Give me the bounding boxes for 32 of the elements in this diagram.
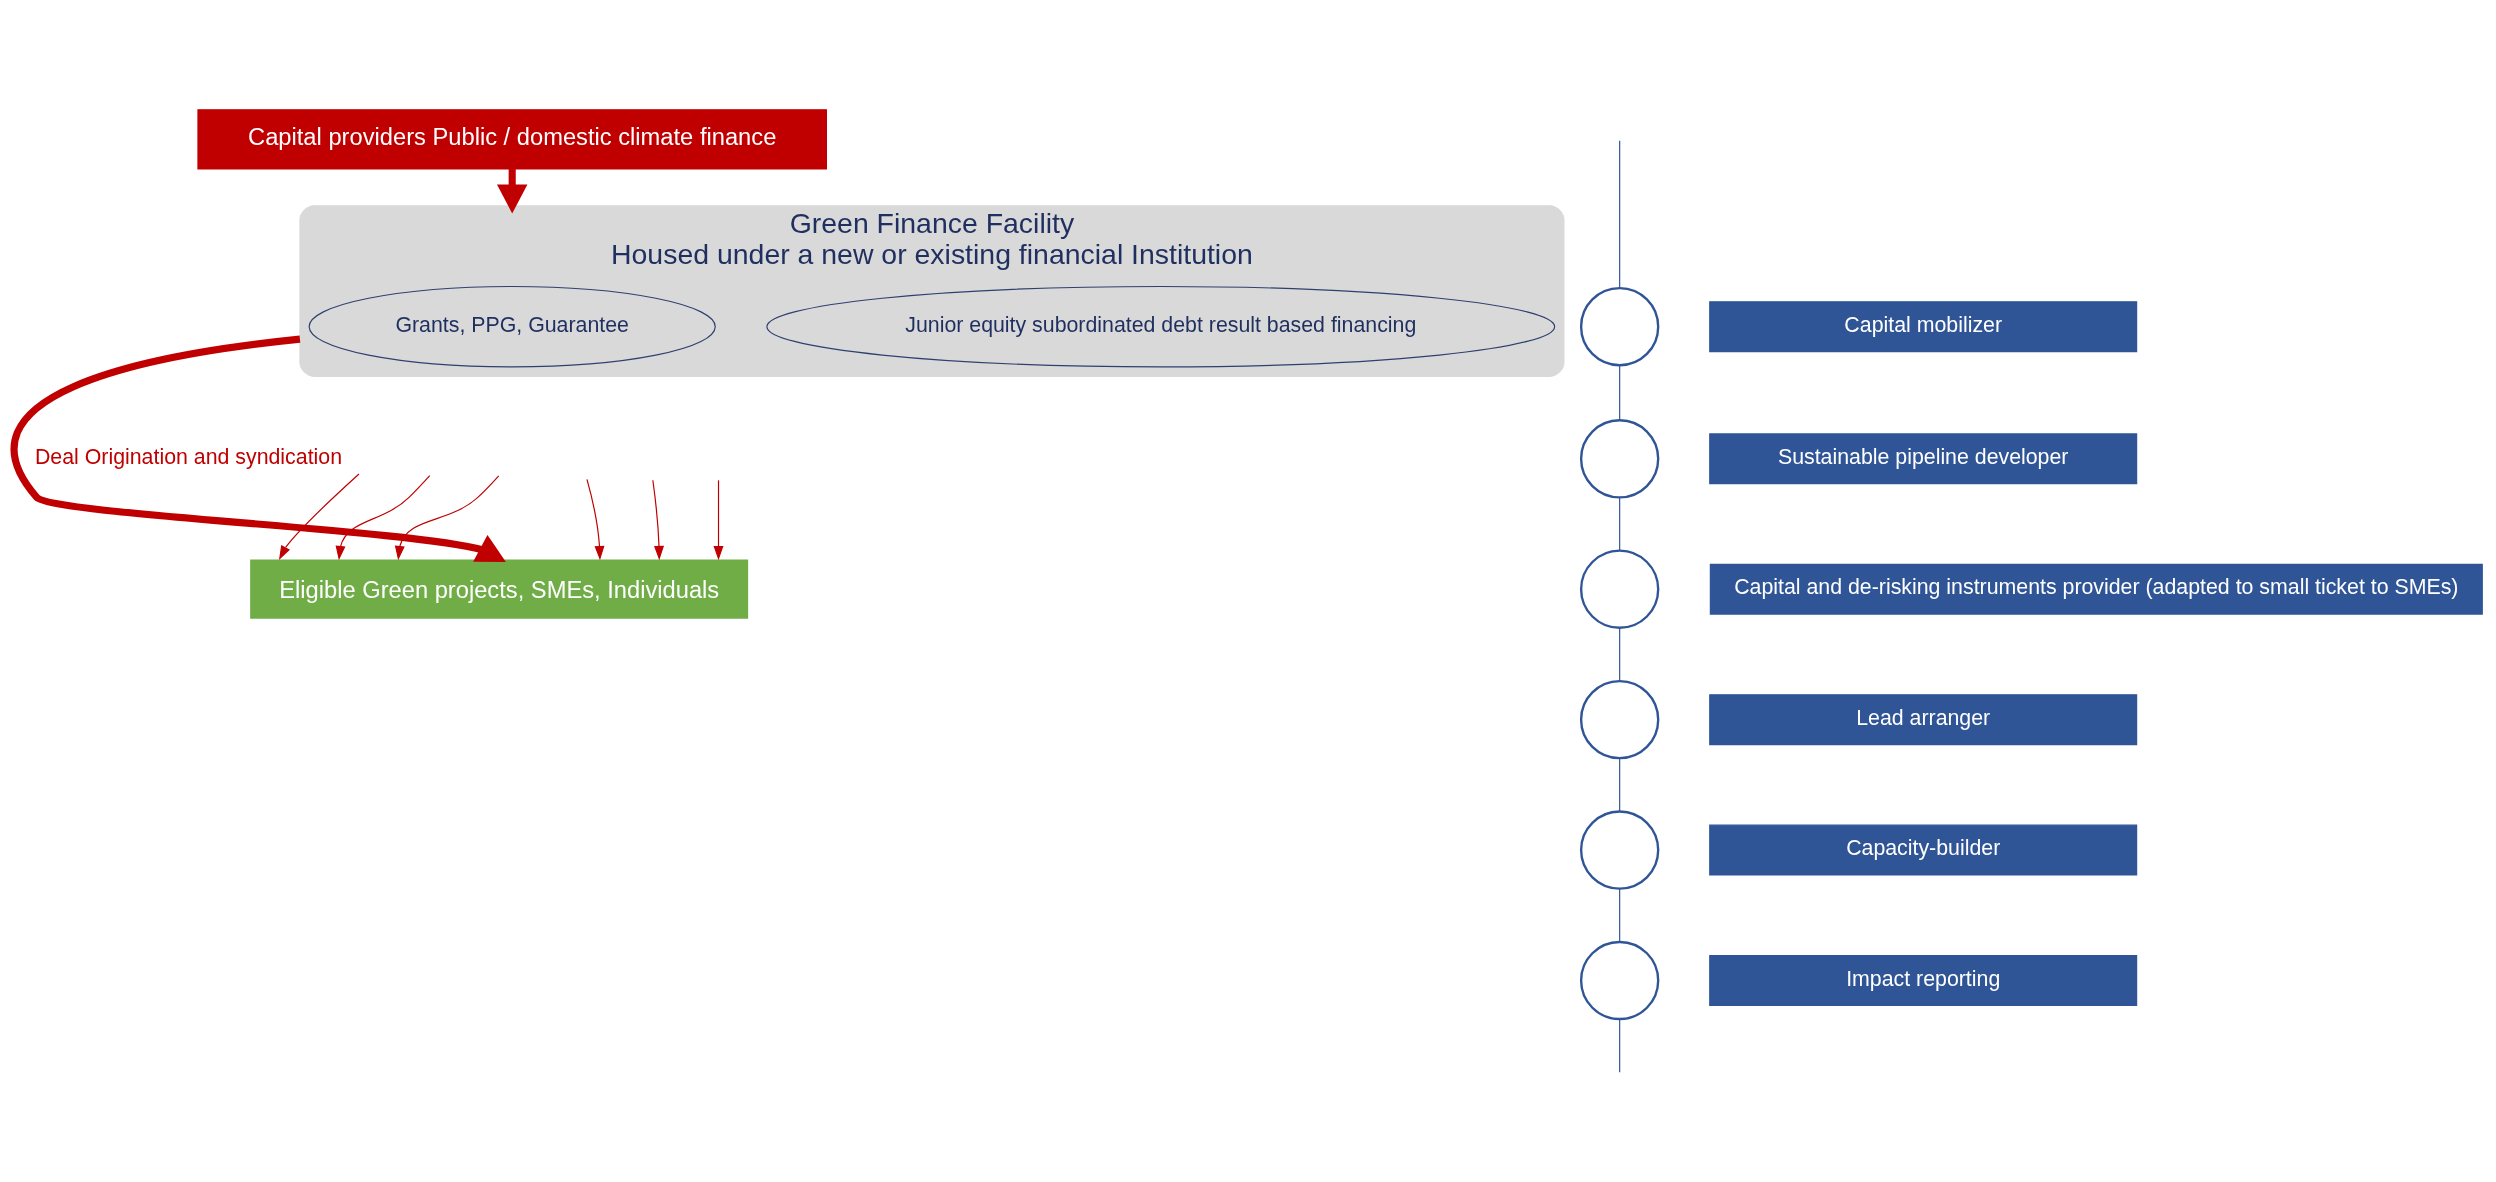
node-circle	[1579, 940, 1660, 1020]
node-ellipse: Junior equity subordinated debt result based financing	[766, 285, 1556, 367]
connector	[1619, 887, 1621, 942]
node-box: Lead arranger	[1709, 693, 2138, 745]
arrow	[278, 472, 360, 560]
connector	[1619, 757, 1621, 812]
node-circle	[1579, 549, 1660, 629]
node-circle	[1579, 418, 1660, 498]
edge-label: Deal Origination and syndication	[34, 444, 343, 469]
arrow	[11, 335, 506, 562]
arrow	[497, 168, 528, 213]
arrow	[335, 474, 431, 560]
arrow	[394, 474, 500, 560]
node-box: Impact reporting	[1709, 954, 2138, 1006]
arrow	[713, 479, 724, 560]
connector	[1619, 139, 1621, 288]
node-circle	[1579, 679, 1660, 759]
node-box: Sustainable pipeline developer	[1709, 432, 2138, 484]
arrow	[586, 478, 605, 560]
node-box: Capacity-builder	[1709, 824, 2138, 876]
connector	[1619, 496, 1621, 551]
node-box: Capital mobilizer	[1709, 300, 2138, 352]
node-box: Capital and de-risking instruments provider (adapted to small ticket to SMEs)	[1709, 563, 2483, 615]
node-box: Capital providers Public / domestic climate finance	[197, 108, 827, 170]
arrow	[652, 479, 664, 560]
node-ellipse: Grants, PPG, Guarantee	[308, 285, 716, 367]
node-circle	[1579, 809, 1660, 890]
connector	[1619, 1018, 1621, 1073]
connector	[1619, 364, 1621, 421]
node-box: Eligible Green projects, SMEs, Individuals	[250, 559, 749, 619]
connector	[1619, 626, 1621, 681]
node-circle	[1579, 286, 1660, 366]
